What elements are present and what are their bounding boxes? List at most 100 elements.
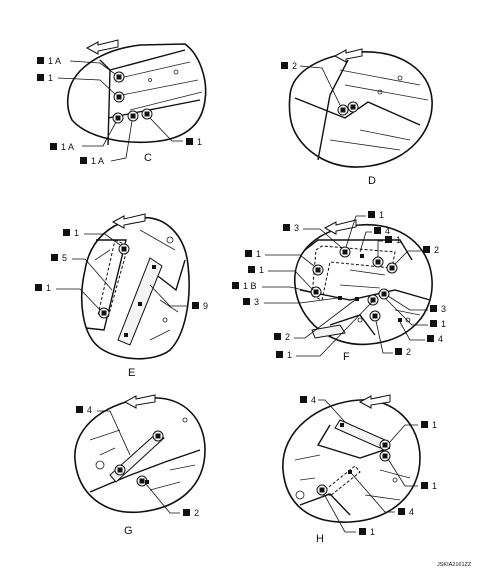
view-c-callout-marker [80,157,87,164]
view-d-leader [299,65,341,106]
view-g-front-arrow [123,394,156,409]
view-f-leader [296,301,373,357]
view-f-callout: 1 [379,210,384,220]
view-h-callout-marker [300,396,307,403]
view-f-callout-marker [232,282,239,289]
view-h-weld-point [382,442,388,448]
view-e-leader [149,284,188,307]
view-f-callout-marker [243,298,250,305]
view-f: 3 1 4 1 1 2 1 1 B 3 3 2 1 1 2 4 F [232,210,446,363]
view-f-callout: 3 [294,223,299,233]
view-d-hole [397,75,403,81]
view-f-leader [387,295,428,311]
view-f-callout: 2 [434,245,439,255]
view-c-weld-point [144,111,150,117]
view-h-weld-point [382,453,388,459]
view-f-callout: 3 [441,304,446,314]
view-e-callout: 1 [46,283,51,293]
view-g-edge-sill [89,449,201,493]
view-f-callout-marker [385,236,392,243]
view-d-callout-marker [281,62,288,69]
view-e-weld-point [138,302,142,306]
view-e-letter: E [128,367,135,379]
view-h-leader [351,473,395,513]
view-f-callout: 1 [259,265,264,275]
view-g-callout: 2 [194,508,199,518]
view-h-callout: 1 [432,420,437,430]
view-e-hole [162,317,168,323]
view-c-callout: 1 [197,137,202,147]
view-f-weld-point [370,297,376,303]
view-h-callout-marker [421,421,428,428]
view-c-detail-lines [119,61,203,111]
view-h-hole [392,477,398,483]
view-g-leader [97,410,131,456]
view-h-callout-marker [398,508,405,515]
view-e-edge-a [85,239,127,331]
view-f-weld-point [315,267,321,273]
view-d-letter: D [368,175,376,187]
view-c-leader [149,117,183,142]
view-c-weld-point [115,115,121,121]
figure-code: JSKIA2161ZZ [437,562,472,568]
view-c-leader [110,120,133,162]
view-f-leader [399,321,425,341]
view-f-weld-point [375,259,381,265]
view-f-hole [405,317,411,323]
view-h-front-arrow [358,394,391,409]
view-e-callout-marker [192,302,199,309]
view-e: 1 5 1 9 E [35,213,208,379]
view-e-edge-b [149,259,186,292]
view-f-callout: 1 B [243,281,257,291]
view-h-edge-lower [299,493,351,516]
view-e-weld-point [152,265,156,269]
view-f-callout-marker [430,305,437,312]
view-h-weld-point [348,470,352,474]
view-e-callout-marker [63,229,70,236]
view-h-hole [295,490,305,500]
view-c-callout: 1 A [91,156,104,166]
view-f-leader [303,228,343,249]
view-c-weld-point [116,74,122,80]
view-f-callout: 4 [438,334,443,344]
view-f-callout-marker [374,227,381,234]
view-f-callout: 4 [385,226,390,236]
view-e-detail-lines [94,229,179,341]
view-f-callout: 2 [406,347,411,357]
view-d-edge-pillar [317,59,349,161]
view-c-callout-marker [50,143,57,150]
view-f-leader [384,297,428,326]
view-g-letter: G [124,525,133,537]
view-f-weld-point [342,249,348,255]
view-f-callout-marker [430,320,437,327]
view-h-callout: 1 [432,481,437,491]
view-f-front-arrow [323,219,357,235]
view-c: 1 A 1 1 A 1 A 1 C [37,39,207,166]
view-c-weld-point [130,113,136,119]
view-f-letter: F [343,351,350,363]
view-f-leader [294,299,356,339]
view-e-weld-point [121,246,127,252]
view-h-edge-step [316,424,391,459]
view-e-cut-line [97,239,129,319]
view-f-weld-point [372,313,378,319]
view-f-leader [345,215,366,248]
view-e-leader [84,233,121,246]
view-f-weld-point [381,291,387,297]
view-f-callout-marker [368,211,375,218]
view-f-callout-marker [274,333,281,340]
view-d-weld-point [350,104,356,110]
view-c-leader [57,77,116,95]
view-h-leader [318,399,346,423]
view-f-callout-marker [245,250,252,257]
view-e-callout: 1 [74,228,79,238]
view-f-callout: 2 [285,332,290,342]
view-g-callout: 4 [87,405,92,415]
view-c-callout: 1 [48,73,53,83]
view-c-callout-marker [186,138,193,145]
view-f-leader [264,297,339,304]
view-f-leader [377,240,383,257]
view-c-callout: 1 A [48,56,61,66]
view-f-weld-point [313,289,319,295]
